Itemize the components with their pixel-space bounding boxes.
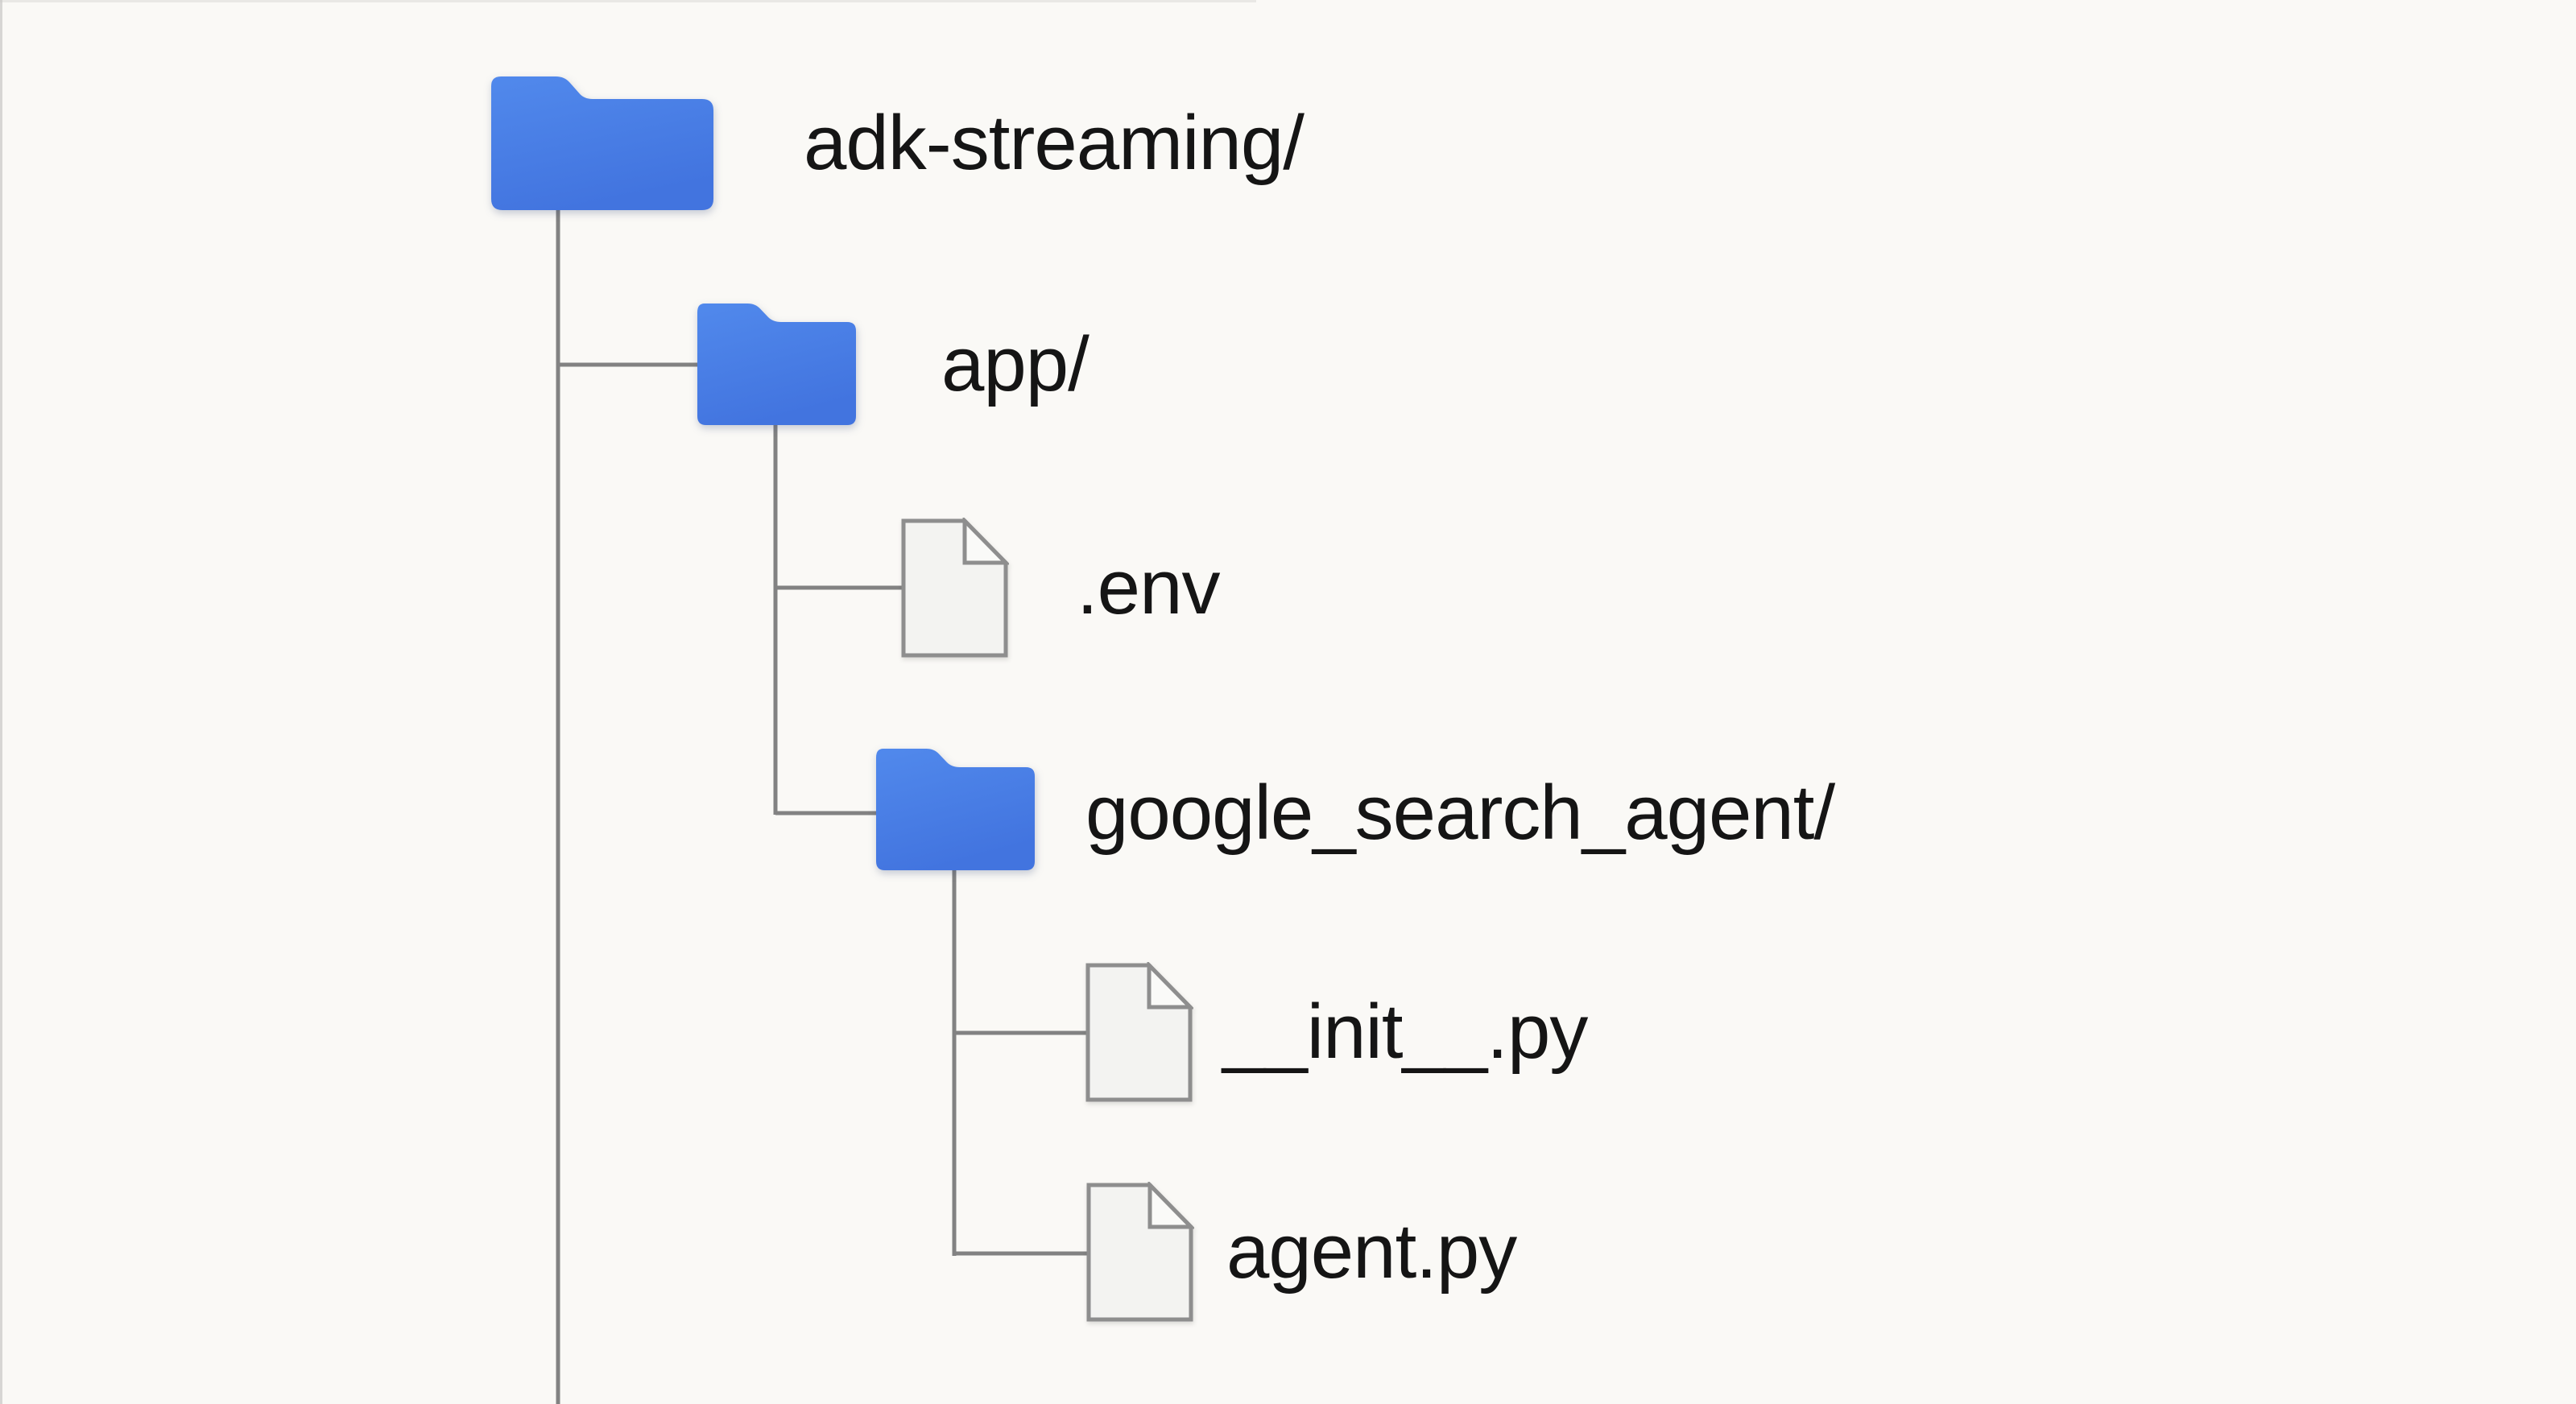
tree-node-google-search-agent: google_search_agent/ [1085, 770, 1835, 857]
tree-node-app: app/ [941, 321, 1090, 408]
left-edge-line [0, 0, 2, 1404]
folder-icon [875, 747, 1036, 872]
file-icon [1085, 962, 1193, 1103]
tree-node-env: .env [1077, 544, 1220, 631]
file-icon [900, 518, 1009, 659]
folder-icon [490, 75, 715, 212]
folder-icon [696, 302, 858, 427]
tree-node-init-py: __init__.py [1222, 989, 1588, 1076]
file-icon [1085, 1182, 1194, 1323]
tree-node-agent-py: agent.py [1226, 1208, 1517, 1295]
top-edge-line [0, 0, 1256, 2]
tree-node-adk-streaming: adk-streaming/ [804, 100, 1305, 187]
